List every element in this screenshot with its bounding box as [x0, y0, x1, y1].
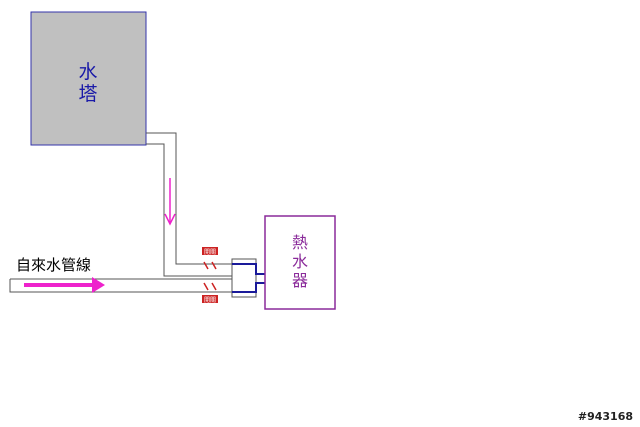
water-tower-box	[30, 11, 147, 146]
tap-pipe-lower-wall	[9, 279, 232, 293]
right-flow-arrow	[24, 277, 105, 293]
water-heater-label-1: 熱	[292, 233, 308, 252]
water-heater-label-2: 水	[292, 252, 308, 271]
water-heater-label-3: 器	[292, 271, 308, 290]
junction-fitting	[231, 258, 257, 298]
water-tower-label-1: 水	[78, 61, 97, 83]
water-heater-box	[264, 215, 336, 310]
watermark-id: #943168	[578, 410, 633, 423]
tower-pipe-inner-wall	[146, 143, 232, 277]
water-tower-label-2: 塔	[78, 83, 97, 105]
valve-bottom-tag: 開關	[204, 297, 216, 304]
tower-pipe-outer-wall	[146, 132, 232, 265]
down-flow-arrow	[164, 178, 176, 226]
connector-upper	[232, 263, 265, 275]
tap-water-pipe-label: 自來水管線	[16, 256, 91, 274]
valve-top: 開關	[202, 247, 218, 270]
valve-top-tag: 開關	[204, 249, 216, 256]
valve-bottom: 開關	[202, 282, 218, 304]
connector-lower	[232, 282, 265, 293]
